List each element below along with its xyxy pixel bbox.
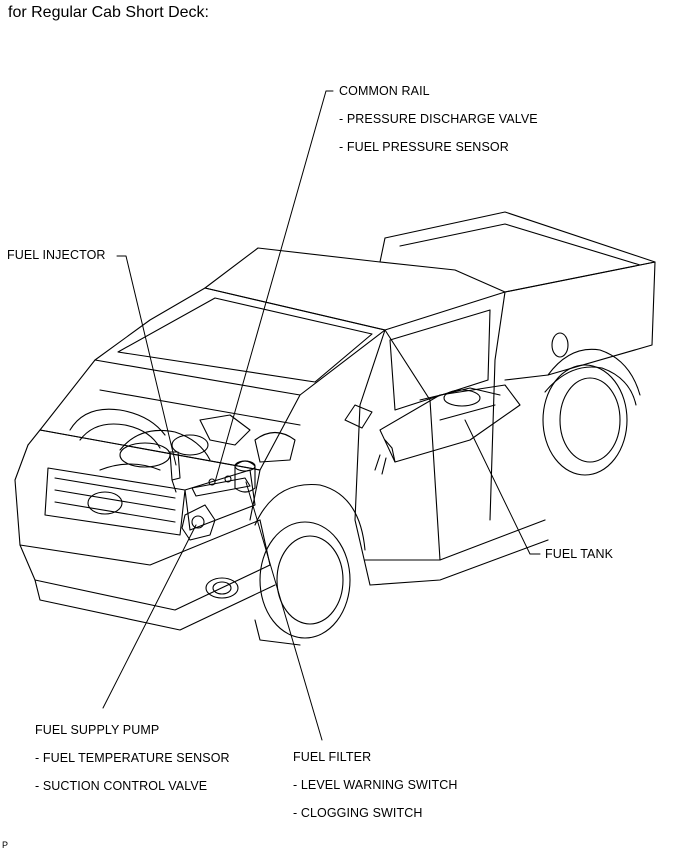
fuel-filter-part <box>234 460 256 493</box>
fuel-tank-part <box>374 384 521 475</box>
corner-mark: P <box>2 840 9 850</box>
label-level-warning-switch: - LEVEL WARNING SWITCH <box>293 778 458 792</box>
label-suction-control-valve: - SUCTION CONTROL VALVE <box>35 779 208 793</box>
label-fuel-pressure-sensor: - FUEL PRESSURE SENSOR <box>339 140 509 154</box>
page-title: for Regular Cab Short Deck: <box>8 4 209 21</box>
label-fuel-supply-pump: FUEL SUPPLY PUMP <box>35 723 160 737</box>
label-common-rail: COMMON RAIL <box>339 84 430 98</box>
label-fuel-filter: FUEL FILTER <box>293 750 372 764</box>
label-clogging-switch: - CLOGGING SWITCH <box>293 806 423 820</box>
label-pressure-discharge-valve: - PRESSURE DISCHARGE VALVE <box>339 112 538 126</box>
label-fuel-temperature-sensor: - FUEL TEMPERATURE SENSOR <box>35 751 230 765</box>
leader-lines <box>102 90 541 741</box>
label-fuel-injector: FUEL INJECTOR <box>7 248 106 262</box>
fuel-injector-part <box>169 451 181 493</box>
label-fuel-tank: FUEL TANK <box>545 547 614 561</box>
fuel-supply-pump-part <box>181 504 216 541</box>
truck-body <box>14 211 656 646</box>
